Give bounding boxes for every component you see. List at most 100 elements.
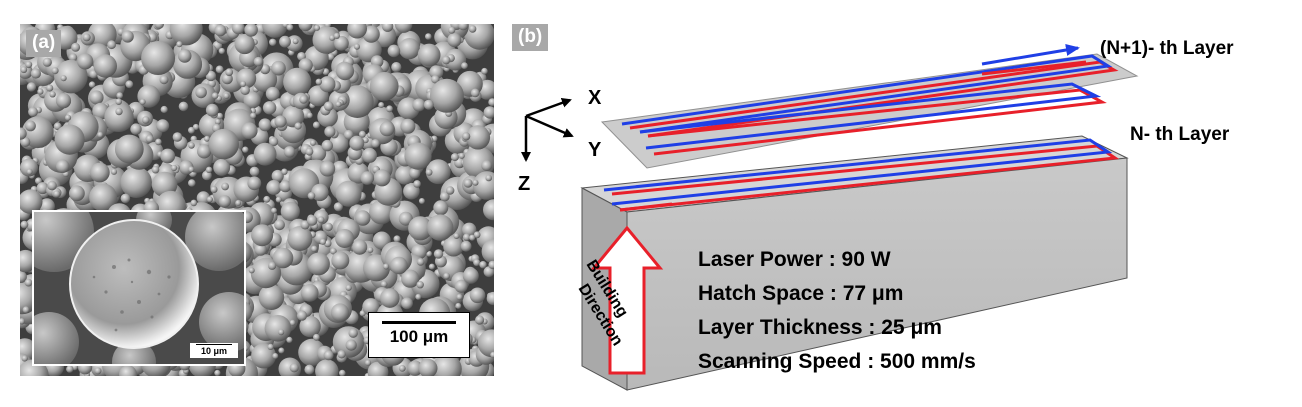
powder-particle (486, 291, 494, 306)
powder-particle (190, 199, 198, 207)
building-direction-arrow: Building Direction (575, 225, 664, 375)
powder-particle (205, 103, 219, 117)
powder-particle (463, 178, 473, 188)
powder-particle (197, 144, 212, 159)
powder-particle (380, 288, 400, 308)
powder-particle (279, 180, 292, 193)
powder-particle (55, 93, 72, 109)
powder-particle (369, 199, 394, 225)
powder-particle (205, 70, 217, 82)
powder-particle (335, 101, 342, 108)
powder-particle (400, 118, 416, 134)
powder-particle (242, 146, 249, 153)
powder-particle (265, 86, 280, 101)
powder-particle (280, 201, 300, 221)
powder-particle (20, 158, 38, 177)
powder-particle (373, 169, 391, 187)
powder-particle (274, 115, 287, 128)
powder-particle (210, 186, 218, 193)
powder-particle (234, 33, 255, 55)
powder-particle (274, 219, 285, 231)
powder-particle (447, 32, 462, 48)
powder-particle (304, 364, 315, 375)
powder-particle (47, 180, 57, 191)
powder-particle (159, 75, 169, 85)
powder-particle (151, 171, 178, 198)
powder-particle (401, 269, 420, 288)
powder-particle (188, 142, 195, 149)
powder-particle (251, 224, 274, 247)
powder-particle (37, 88, 44, 95)
powder-particle (97, 131, 104, 138)
powder-particle (335, 180, 362, 207)
powder-particle (408, 216, 433, 241)
powder-particle (335, 229, 355, 248)
powder-particle (278, 347, 285, 354)
powder-particle (195, 86, 207, 99)
powder-particle (462, 222, 477, 237)
powder-particle (358, 130, 366, 138)
powder-particle (69, 53, 78, 62)
powder-particle (460, 240, 472, 252)
powder-particle (89, 183, 118, 212)
next-layer-scan-paths (621, 44, 1119, 156)
powder-particle (160, 148, 176, 164)
powder-particle (36, 182, 49, 195)
powder-particle (271, 60, 286, 76)
powder-particle (20, 127, 27, 140)
powder-particle (456, 293, 463, 301)
powder-particle (188, 126, 195, 134)
powder-particle (154, 24, 164, 29)
powder-particle (331, 251, 350, 270)
powder-particle (278, 329, 285, 336)
powder-particle (379, 121, 395, 137)
powder-particle (266, 180, 282, 195)
powder-particle (240, 85, 250, 95)
powder-particle (269, 137, 279, 147)
powder-particle (188, 166, 195, 173)
powder-particle (349, 135, 365, 151)
powder-particle (433, 200, 449, 216)
powder-particle (323, 350, 334, 361)
powder-particle (77, 53, 94, 70)
powder-particle (450, 153, 459, 162)
powder-particle (253, 142, 277, 166)
powder-particle (333, 32, 340, 39)
powder-particle (319, 238, 326, 245)
powder-particle (473, 259, 481, 267)
powder-particle (20, 189, 43, 214)
z-axis-label: Z (518, 173, 530, 195)
powder-particle (121, 30, 134, 43)
powder-particle (423, 99, 434, 110)
powder-particle (475, 315, 485, 325)
powder-particle (393, 235, 401, 243)
powder-particle (225, 68, 234, 77)
powder-particle (455, 302, 462, 309)
powder-particle (483, 199, 494, 221)
powder-particle (271, 169, 284, 183)
powder-particle (231, 24, 245, 35)
powder-particle (418, 198, 425, 204)
powder-particle (390, 256, 408, 275)
powder-particle (248, 267, 255, 274)
powder-particle (472, 179, 479, 186)
main-scale-bar: 100 μm (368, 312, 470, 358)
coordinate-axes: X Y Z (518, 87, 602, 195)
powder-particle (20, 270, 27, 283)
powder-particle (244, 24, 258, 37)
powder-particle (69, 185, 85, 202)
powder-particle (120, 193, 131, 204)
powder-particle (49, 91, 56, 98)
powder-particle (473, 231, 481, 239)
powder-particle (54, 124, 85, 155)
powder-particle (296, 310, 308, 321)
powder-particle (267, 343, 274, 350)
powder-particle (309, 144, 327, 162)
powder-particle (300, 284, 319, 302)
powder-particle (462, 233, 471, 241)
powder-particle (433, 249, 444, 259)
powder-particle (324, 222, 333, 232)
powder-particle (271, 207, 277, 214)
powder-particle (425, 33, 432, 40)
powder-particle (60, 75, 67, 82)
